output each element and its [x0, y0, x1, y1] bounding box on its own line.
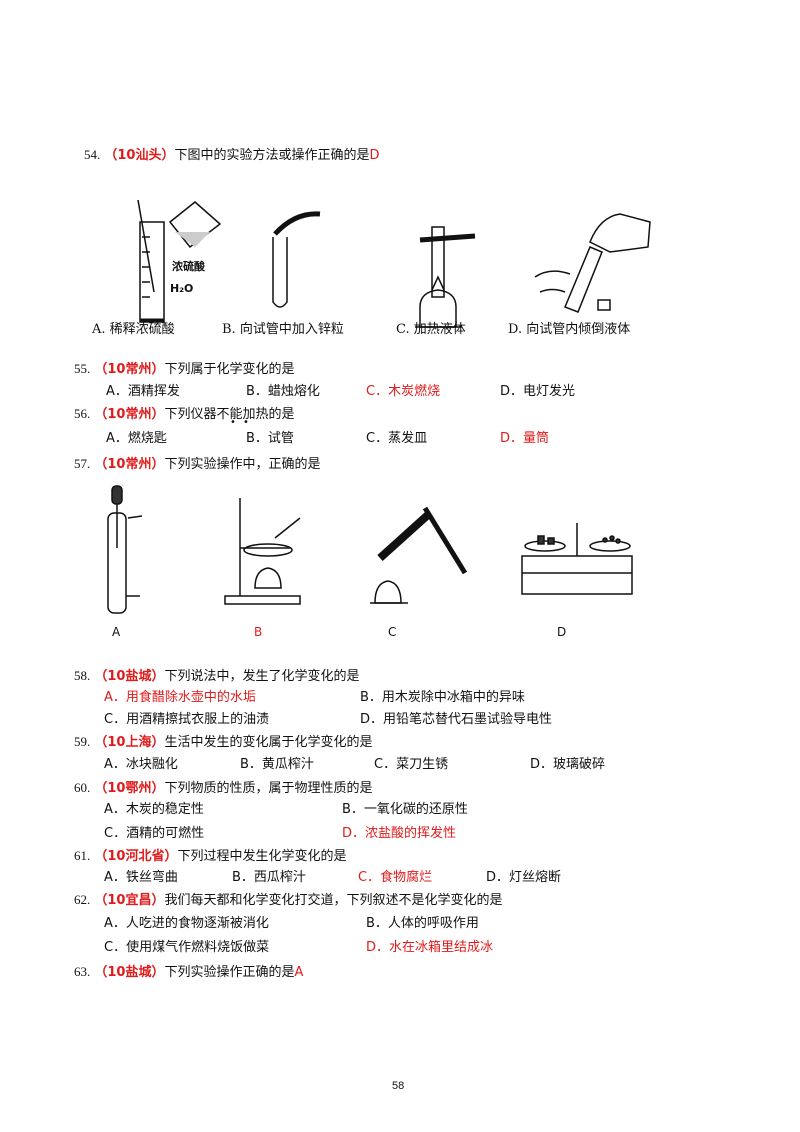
option-c: C．木炭燃烧	[366, 384, 441, 399]
question-59: 59. （10上海）生活中发生的变化属于化学变化的是	[74, 733, 373, 752]
question-number: 63.	[74, 964, 91, 979]
question-source: （10常州）	[94, 407, 165, 422]
question-text: 下列仪器不能加热的是	[164, 407, 295, 422]
letter-a: A	[112, 625, 121, 639]
emphasis-dot: •	[230, 417, 236, 428]
question-text: 我们每天都和化学变化打交道，下列叙述不是化学变化的是	[164, 893, 503, 908]
option-b: B．试管	[246, 431, 294, 446]
label-h2o: H₂O	[170, 282, 193, 295]
question-text: 下列过程中发生化学变化的是	[177, 849, 347, 864]
question-source: （10鄂州）	[94, 781, 165, 796]
option-a: A．酒精挥发	[106, 384, 180, 399]
question-58: 58. （10盐城）下列说法中，发生了化学变化的是	[74, 667, 360, 686]
question-number: 58.	[74, 668, 91, 683]
question-number: 57.	[74, 456, 91, 471]
question-number: 55.	[74, 361, 91, 376]
option-a: A．铁丝弯曲	[104, 870, 178, 885]
option-b: B．蜡烛熔化	[246, 384, 320, 399]
question-source: （10常州）	[94, 457, 165, 472]
option-c: C．菜刀生锈	[374, 757, 449, 772]
question-number: 59.	[74, 734, 91, 749]
question-number: 60.	[74, 780, 91, 795]
question-source: （10盐城）	[94, 965, 165, 980]
question-text: 下列实验操作中，正确的是	[164, 457, 321, 472]
question-number: 62.	[74, 892, 91, 907]
question-source: （10宜昌）	[94, 893, 165, 908]
option-c: C．食物腐烂	[358, 870, 433, 885]
option-b: B．一氧化碳的还原性	[342, 802, 468, 817]
question-text: 生活中发生的变化属于化学变化的是	[164, 735, 373, 750]
question-source: （10汕头）	[104, 148, 175, 163]
question-text: 下图中的实验方法或操作正确的是	[174, 148, 370, 163]
option-d: D．玻璃破碎	[530, 757, 606, 772]
emphasis-dot: •	[243, 417, 249, 428]
figure-c-angled-tube	[370, 506, 468, 604]
letter-b: B	[254, 625, 263, 639]
caption-d: D. 向试管内倾倒液体	[508, 322, 631, 337]
q54-figure: 浓硫酸 H₂O	[137, 199, 651, 328]
option-c: C．蒸发皿	[366, 431, 428, 446]
option-a: A．人吃进的食物逐渐被消化	[104, 916, 269, 931]
letter-c: C	[388, 625, 397, 639]
question-source: （10上海）	[94, 735, 165, 750]
figure-b-stand	[224, 498, 301, 605]
option-a: A．冰块融化	[104, 757, 178, 772]
option-b: B．人体的呼吸作用	[366, 916, 479, 931]
question-56: 56. （10常州）下列仪器不能加热的是	[74, 405, 295, 424]
question-55: 55. （10常州）下列属于化学变化的是	[74, 360, 295, 379]
question-number: 61.	[74, 848, 91, 863]
question-60: 60. （10鄂州）下列物质的性质，属于物理性质的是	[74, 779, 373, 798]
caption-b: B. 向试管中加入锌粒	[222, 322, 344, 337]
question-54: 54. （10汕头）下图中的实验方法或操作正确的是D	[84, 146, 380, 165]
question-62: 62. （10宜昌）我们每天都和化学变化打交道，下列叙述不是化学变化的是	[74, 891, 503, 910]
question-63: 63. （10盐城）下列实验操作正确的是A	[74, 963, 303, 982]
question-text: 下列物质的性质，属于物理性质的是	[164, 781, 373, 796]
caption-a: A. 稀释浓硫酸	[92, 322, 175, 337]
q57-figure	[107, 485, 633, 614]
option-a: A．燃烧匙	[106, 431, 167, 446]
option-b: B．用木炭除中冰箱中的异味	[360, 690, 525, 705]
question-source: （10常州）	[94, 362, 165, 377]
answer-mark: A	[294, 965, 304, 980]
figure-d-balance	[521, 523, 633, 595]
option-c: C．酒精的可燃性	[104, 826, 205, 841]
question-text: 下列实验操作正确的是	[164, 965, 295, 980]
answer-mark: D	[369, 148, 380, 163]
option-d: D．水在冰箱里结成冰	[366, 940, 494, 955]
option-b: B．黄瓜榨汁	[240, 757, 314, 772]
question-source: （10盐城）	[94, 669, 165, 684]
option-d: D．灯丝熔断	[486, 870, 562, 885]
letter-d: D	[557, 625, 567, 639]
label-nongliusuan: 浓硫酸	[172, 259, 206, 273]
option-d: D．量筒	[500, 431, 550, 446]
option-d: D．用铅笔芯替代石墨试验导电性	[360, 712, 553, 727]
question-text: 下列说法中，发生了化学变化的是	[164, 669, 360, 684]
option-d: D．电灯发光	[500, 384, 576, 399]
question-source: （10河北省）	[94, 849, 178, 864]
figure-b-test-tube	[272, 211, 321, 308]
option-b: B．西瓜榨汁	[232, 870, 306, 885]
figure-a-dropper	[107, 485, 143, 614]
question-61: 61. （10河北省）下列过程中发生化学变化的是	[74, 847, 347, 866]
option-a: A．用食醋除水壶中的水垢	[104, 690, 256, 705]
figure-c-heating	[415, 226, 476, 328]
page-number: 58	[392, 1080, 405, 1092]
option-c: C．用酒精擦拭衣服上的油渍	[104, 712, 270, 727]
option-c: C．使用煤气作燃料烧饭做菜	[104, 940, 270, 955]
figure-a-dilute-acid	[137, 199, 222, 323]
question-text: 下列属于化学变化的是	[164, 362, 295, 377]
question-57: 57. （10常州）下列实验操作中，正确的是	[74, 455, 321, 474]
option-d: D．浓盐酸的挥发性	[342, 826, 457, 841]
option-a: A．木炭的稳定性	[104, 802, 204, 817]
question-number: 56.	[74, 406, 91, 421]
figure-d-pouring	[534, 213, 651, 313]
caption-c: C. 加热液体	[396, 322, 466, 337]
question-number: 54.	[84, 147, 101, 162]
